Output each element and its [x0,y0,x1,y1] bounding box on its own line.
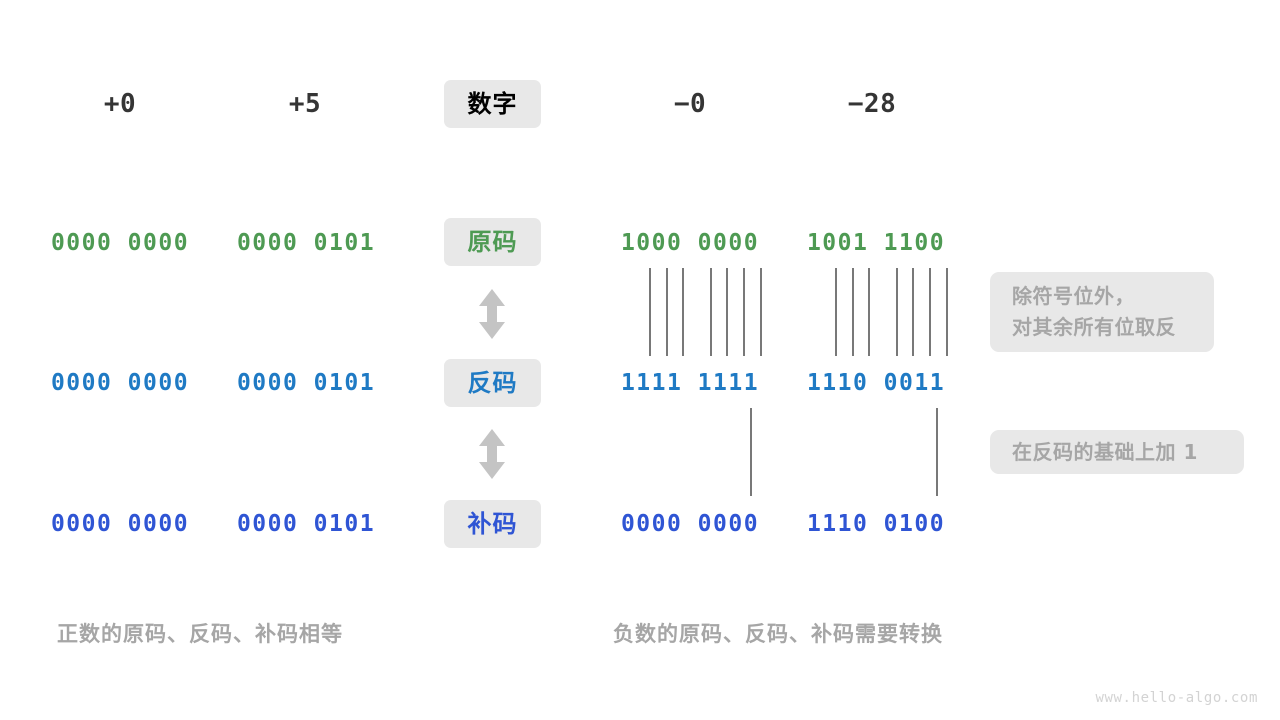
ones-complement-plus-zero-bits: 0000 0000 [50,370,190,396]
connector-carry-bit [936,408,938,496]
header-plus-five: +5 [288,89,322,119]
connector-bit [896,268,898,356]
header-minus-zero: −0 [673,89,707,119]
connector-bit [912,268,914,356]
arrow-updown-icon-true-to-ones [475,288,509,340]
chip-row-ones-complement: 反码 [444,359,541,407]
connector-bit [929,268,931,356]
caption-positive: 正数的原码、反码、补码相等 [57,622,343,646]
true-form-minus-28-bits: 1001 1100 [806,230,946,256]
connector-bit [726,268,728,356]
ones-complement-minus-zero-bits: 1111 1111 [620,370,760,396]
connector-bit [852,268,854,356]
twos-complement-minus-zero-bits: 0000 0000 [620,511,760,537]
arrow-updown-icon-ones-to-twos [475,428,509,480]
chip-header-number: 数字 [444,80,541,128]
ones-complement-plus-five-bits: 0000 0101 [236,370,376,396]
chip-row-ones-complement-label: 反码 [467,369,518,397]
header-minus-28: −28 [847,89,897,119]
chip-header-number-label: 数字 [467,90,518,118]
chip-row-true-form: 原码 [444,218,541,266]
note-invert-bits: 除符号位外， 对其余所有位取反 [990,272,1214,352]
caption-negative: 负数的原码、反码、补码需要转换 [613,622,943,646]
note-add-one: 在反码的基础上加 1 [990,430,1244,474]
note-add-one-line-1: 在反码的基础上加 1 [1012,439,1198,464]
connector-bit [760,268,762,356]
note-invert-bits-line-1: 除符号位外， [1012,284,1135,308]
twos-complement-minus-28-bits: 1110 0100 [806,511,946,537]
connector-bit [946,268,948,356]
note-invert-bits-line-2: 对其余所有位取反 [1012,315,1176,339]
connector-carry-bit [750,408,752,496]
true-form-plus-zero-bits: 0000 0000 [50,230,190,256]
twos-complement-plus-zero-bits: 0000 0000 [50,511,190,537]
connector-bit [666,268,668,356]
true-form-plus-five-bits: 0000 0101 [236,230,376,256]
ones-complement-minus-28-bits: 1110 0011 [806,370,946,396]
connector-bit [868,268,870,356]
connector-bit [835,268,837,356]
watermark: www.hello-algo.com [1095,690,1258,706]
connector-bit [649,268,651,356]
connector-bit [743,268,745,356]
chip-row-true-form-label: 原码 [467,228,518,256]
true-form-minus-zero-bits: 1000 0000 [620,230,760,256]
connector-bit [682,268,684,356]
chip-row-twos-complement-label: 补码 [467,510,518,538]
connector-bit [710,268,712,356]
header-plus-zero: +0 [103,89,137,119]
chip-row-twos-complement: 补码 [444,500,541,548]
twos-complement-plus-five-bits: 0000 0101 [236,511,376,537]
